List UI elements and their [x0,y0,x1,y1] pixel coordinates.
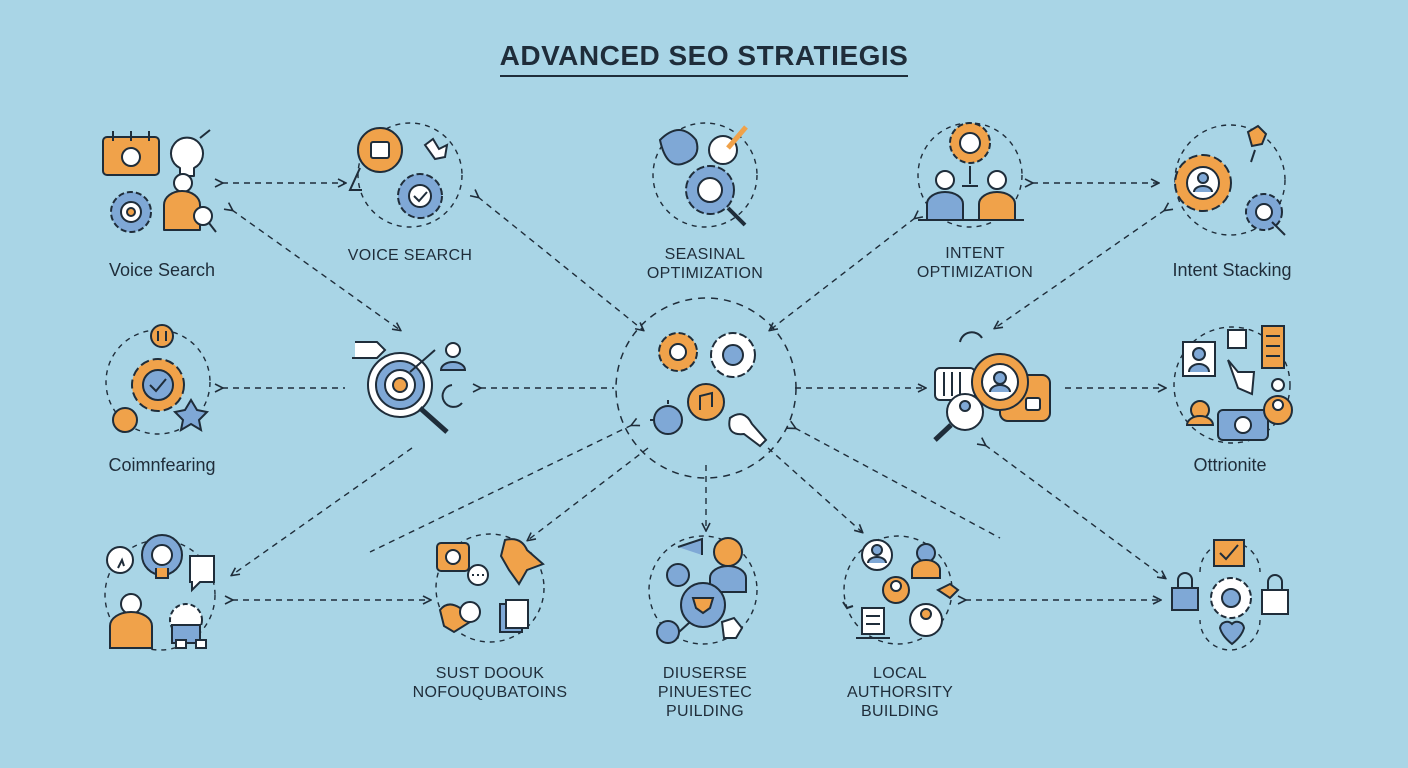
connector-mid2-bot1 [232,447,413,575]
central-hub-gears-icon [615,297,797,479]
lock-gear-heart-icon [1171,539,1289,651]
connector-center-bot4 [767,447,862,532]
connector-top4-center [770,218,915,330]
connector-mid4-bot5 [985,445,1165,578]
voice-gear-icon [348,122,463,228]
connector-center-right [795,428,1001,539]
node-label-top-2: VOICE SEARCH [347,247,473,264]
node-label-top-3: SEASINAL OPTIMIZATION [646,246,764,282]
speech-bubbles-icon [435,533,545,643]
gear-person-icon [1174,124,1286,236]
calendar-gear-lightbulb-person-icon [102,129,217,233]
magnifier-profile-icon [933,331,1051,442]
node-label-top-4: INTENT OPTIMIZATION [916,245,1034,281]
node-label-bot-2: SUST DOOUK NOFOUQUBATOINS [412,665,568,701]
node-label-bot-3: DIUSERSE PINUESTEC PUILDING [657,665,753,720]
intent-people-gear-icon [917,122,1024,228]
connector-top5-mid4 [995,210,1165,328]
connector-center-bot2 [528,447,649,540]
node-label-mid-1: Coimnfearing [108,455,216,475]
node-label-bot-4: LOCAL AUTHORSITY BUILDING [846,665,954,720]
diagram-title: ADVANCED SEO STRATIEGIS [0,40,1408,77]
person-shield-icon [648,535,758,645]
node-label-mid-5: Ottrionite [1193,455,1267,475]
profile-wallet-icon [1173,325,1293,444]
gear-check-icon [105,324,211,435]
node-label-top-1: Voice Search [108,260,216,280]
connector-top2-center [478,197,643,330]
connector-top1-mid2 [232,210,400,330]
title-text: ADVANCED SEO STRATIEGIS [499,40,909,77]
node-label-top-5: Intent Stacking [1172,260,1292,280]
connector-center-left [369,425,632,553]
seasonal-gear-magnifier-icon [652,122,758,228]
chat-person-gear-icon [104,534,216,651]
target-magnifier-icon [352,341,467,434]
local-people-icon [842,535,960,645]
